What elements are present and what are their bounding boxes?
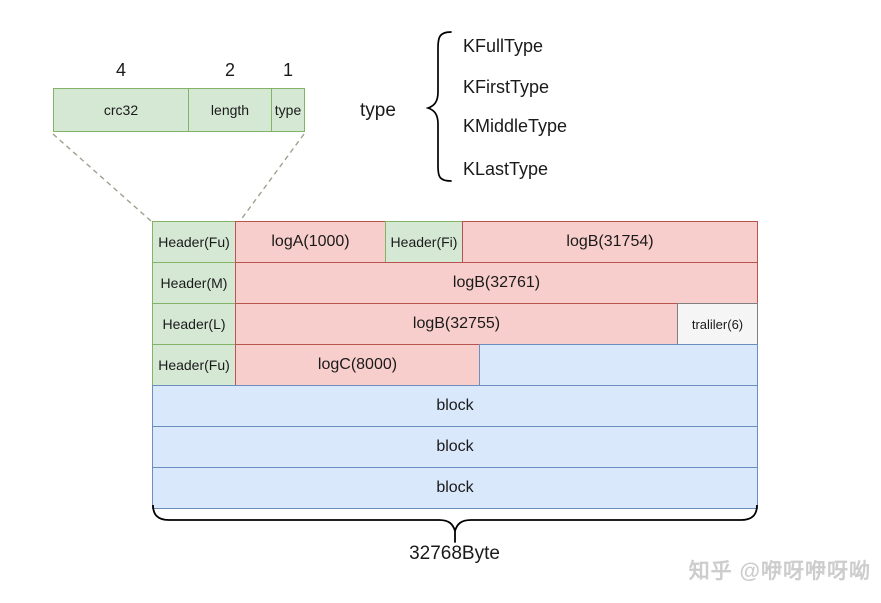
block-row-3: block (152, 467, 758, 509)
block-cell: block (152, 467, 758, 509)
header-cell-first: Header(Fi) (385, 221, 463, 263)
block-cell: block (152, 385, 758, 427)
record-row-2: Header(M) logB(32761) (152, 262, 758, 304)
header-cell-full: Header(Fu) (152, 221, 236, 263)
log-b-last-cell: logB(32755) (235, 303, 678, 345)
trailer-cell: traliler(6) (677, 303, 758, 345)
type-legend-label: type (360, 100, 396, 121)
free-space-cell (479, 344, 758, 386)
header-cell-full-2: Header(Fu) (152, 344, 236, 386)
total-size-label: 32768Byte (409, 543, 500, 564)
byte-size-length: 2 (224, 60, 235, 80)
record-row-1: Header(Fu) logA(1000) Header(Fi) logB(31… (152, 221, 758, 263)
byte-size-crc32: 4 (115, 60, 126, 80)
field-length: length (188, 88, 272, 132)
field-crc32: crc32 (53, 88, 189, 132)
log-a-cell: logA(1000) (235, 221, 386, 263)
type-option-last: KLastType (463, 159, 549, 179)
record-header-fields: crc32 length type (53, 88, 305, 132)
block-cell: block (152, 426, 758, 468)
log-b-first-cell: logB(31754) (462, 221, 758, 263)
log-block-diagram: Header(Fu) logA(1000) Header(Fi) logB(31… (152, 221, 758, 509)
type-legend-brace (426, 31, 452, 182)
type-option-first: KFirstType (463, 77, 550, 97)
log-c-cell: logC(8000) (235, 344, 480, 386)
header-cell-middle: Header(M) (152, 262, 236, 304)
record-header-table: 4 2 1 crc32 length type (53, 60, 305, 132)
byte-size-labels: 4 2 1 (53, 60, 305, 88)
zhihu-watermark: 知乎 @咿呀咿呀呦 (688, 560, 871, 583)
type-option-middle: KMiddleType (463, 116, 568, 136)
field-type: type (271, 88, 305, 132)
expansion-connector-lines (52, 133, 305, 222)
total-size-brace (152, 505, 758, 543)
log-b-middle-cell: logB(32761) (235, 262, 758, 304)
record-row-3: Header(L) logB(32755) traliler(6) (152, 303, 758, 345)
byte-size-type: 1 (282, 60, 293, 80)
type-option-full: KFullType (463, 36, 544, 56)
header-cell-last: Header(L) (152, 303, 236, 345)
record-row-4: Header(Fu) logC(8000) (152, 344, 758, 386)
block-row-1: block (152, 385, 758, 427)
block-row-2: block (152, 426, 758, 468)
